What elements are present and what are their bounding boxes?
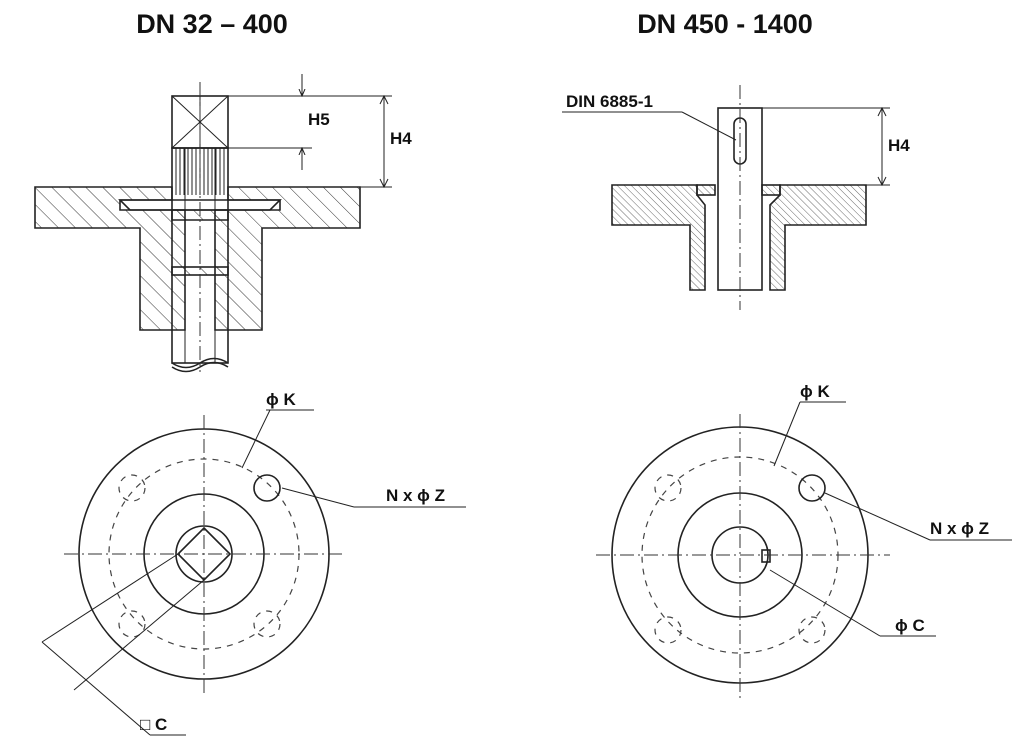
right-plan-view [596, 401, 1012, 700]
right-din-label: DIN 6885-1 [566, 92, 653, 111]
left-title: DN 32 – 400 [136, 9, 288, 39]
left-nz-label: N x ϕ Z [386, 486, 445, 505]
right-title: DN 450 - 1400 [637, 9, 813, 39]
right-c-label: ϕ C [895, 616, 925, 635]
left-c-label: □ C [140, 715, 167, 734]
right-section-view [562, 85, 890, 310]
left-k-label: ϕ K [266, 390, 296, 409]
left-h4-label: H4 [390, 129, 412, 148]
left-section-view [34, 74, 392, 373]
left-h5-label: H5 [308, 110, 330, 129]
right-nz-label: N x ϕ Z [930, 519, 989, 538]
right-k-label: ϕ K [800, 382, 830, 401]
right-h4-label: H4 [888, 136, 910, 155]
left-plan-view [41, 409, 466, 736]
